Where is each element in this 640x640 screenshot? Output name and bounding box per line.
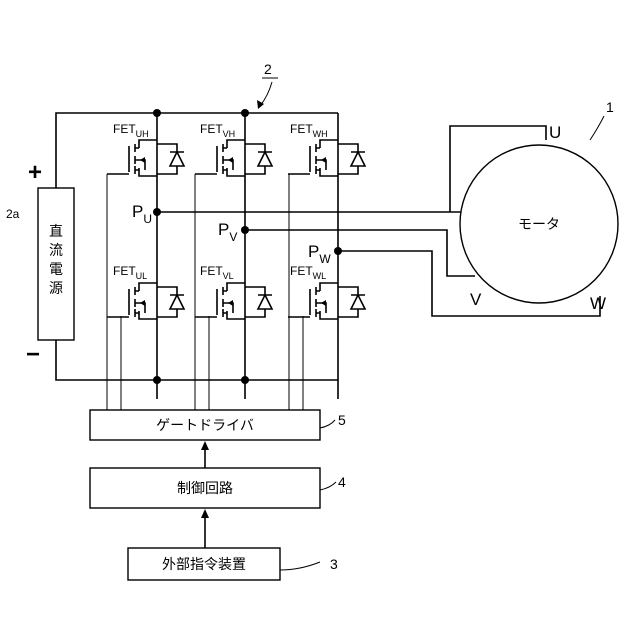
motor-terminal-u: U [549,123,561,142]
control-circuit-label: 制御回路 [177,480,233,496]
negative-rail [56,340,338,380]
dc-label-char-1: 直 [49,223,63,239]
gate-driver-label: ゲートドライバ [156,417,254,433]
node-dot [241,376,249,384]
dc-label-char-2: 流 [49,242,63,258]
gate-driver-leader [320,420,335,428]
motor-terminal-v: V [470,290,482,309]
dc-label-char-3: 電 [49,261,63,277]
fet-vl [195,283,272,319]
arrowhead-control-to-gate [201,441,209,450]
plus-sign: + [28,159,42,186]
fet-wh [288,140,365,176]
fet-wl [288,283,365,319]
motor-terminal-w: W [590,294,606,313]
node-pv-label: PV [218,220,237,244]
node-dot [153,109,161,117]
minus-sign: − [26,341,40,368]
external-ref: 3 [330,556,338,572]
wire-v [245,230,475,276]
dc-label-char-4: 源 [49,280,63,296]
fet-uh-label: FETUH [113,122,149,139]
external-leader [280,562,320,570]
arrowhead-external-to-control [201,509,209,518]
node-dot [241,109,249,117]
fet-vl-label: FETVL [200,264,234,281]
fet-uh [107,140,184,176]
fet-vh-label: FETVH [200,122,235,139]
gate-driver-ref: 5 [338,412,346,428]
control-leader [320,482,336,490]
node-pw-label: PW [308,242,331,266]
inverter-ref-arrow [260,82,272,106]
motor-label: モータ [518,216,560,232]
fet-ul [107,283,184,319]
external-command-label: 外部指令装置 [162,556,246,572]
node-dot [153,376,161,384]
fet-wh-label: FETWH [290,122,328,139]
power-supply-ref: 2a [6,207,20,221]
control-ref: 4 [338,474,346,490]
motor-ref-leader [590,116,604,140]
motor-ref: 1 [606,99,614,115]
fet-wl-label: FETWL [290,264,326,281]
node-pu-label: PU [132,202,152,226]
fet-vh [195,140,272,176]
inverter-ref: 2 [264,61,272,77]
fet-ul-label: FETUL [113,264,147,281]
